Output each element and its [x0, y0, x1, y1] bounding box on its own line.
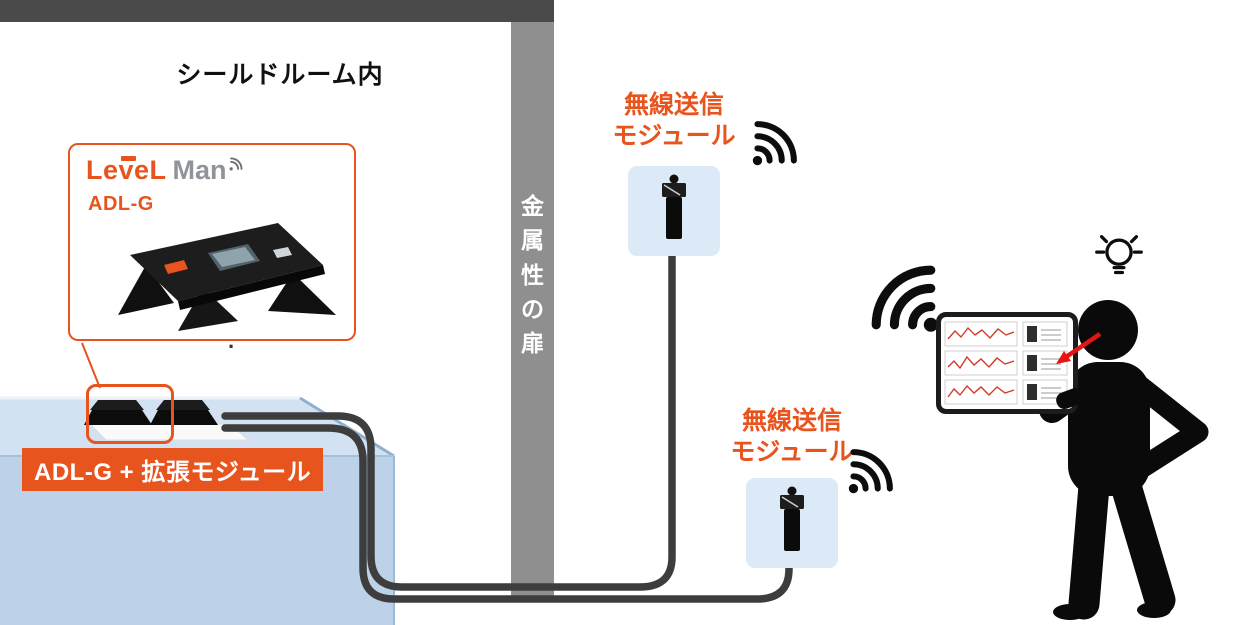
logo-mark: [121, 156, 136, 161]
metal-door: 金 属 性 の 扉: [511, 22, 554, 597]
leader-line: [81, 342, 101, 389]
tablet-charts: [944, 321, 1068, 405]
door-label-char: 金: [521, 193, 544, 219]
door-label-char: の: [521, 295, 544, 322]
wall-top-bar: [0, 0, 554, 22]
wifi-signal-icon: [871, 265, 938, 332]
antenna-module-icon: [780, 486, 804, 551]
door-label-char: 性: [521, 261, 544, 288]
module-highlight-ring: [86, 384, 174, 444]
door-label-char: 属: [521, 227, 544, 254]
wireless-module-label-2: 無線送信 モジュール: [730, 407, 854, 467]
wireless-module-box-2: [746, 478, 838, 568]
idea-lightbulb-icon: [1095, 235, 1143, 275]
wireless-module-box-1: [628, 166, 720, 256]
red-arrow: [1056, 332, 1102, 364]
table-caption: ADL-G + 拡張モジュール: [22, 448, 324, 491]
tablet-device: [936, 312, 1078, 414]
shield-room-label: シールドルーム内: [176, 61, 384, 89]
wifi-signal-icon: [848, 449, 893, 494]
model-name: ADL-G: [88, 193, 154, 215]
logo-level-text: LeveL: [86, 155, 167, 185]
adl-g-product-card: LeveL Man ADL-G: [68, 143, 356, 341]
wireless-module-label-1: 無線送信 モジュール: [612, 91, 736, 151]
dot-decoration: .: [228, 328, 235, 353]
door-label-char: 扉: [521, 330, 544, 357]
logo-man-text: Man: [172, 155, 227, 185]
logo-signal-arcs-icon: [229, 157, 243, 171]
adl-g-device-photo: [118, 223, 336, 331]
antenna-module-icon: [662, 174, 686, 239]
wifi-signal-icon: [752, 121, 797, 166]
expansion-modules: [84, 400, 250, 441]
levelman-logo: LeveL Man: [86, 155, 338, 189]
